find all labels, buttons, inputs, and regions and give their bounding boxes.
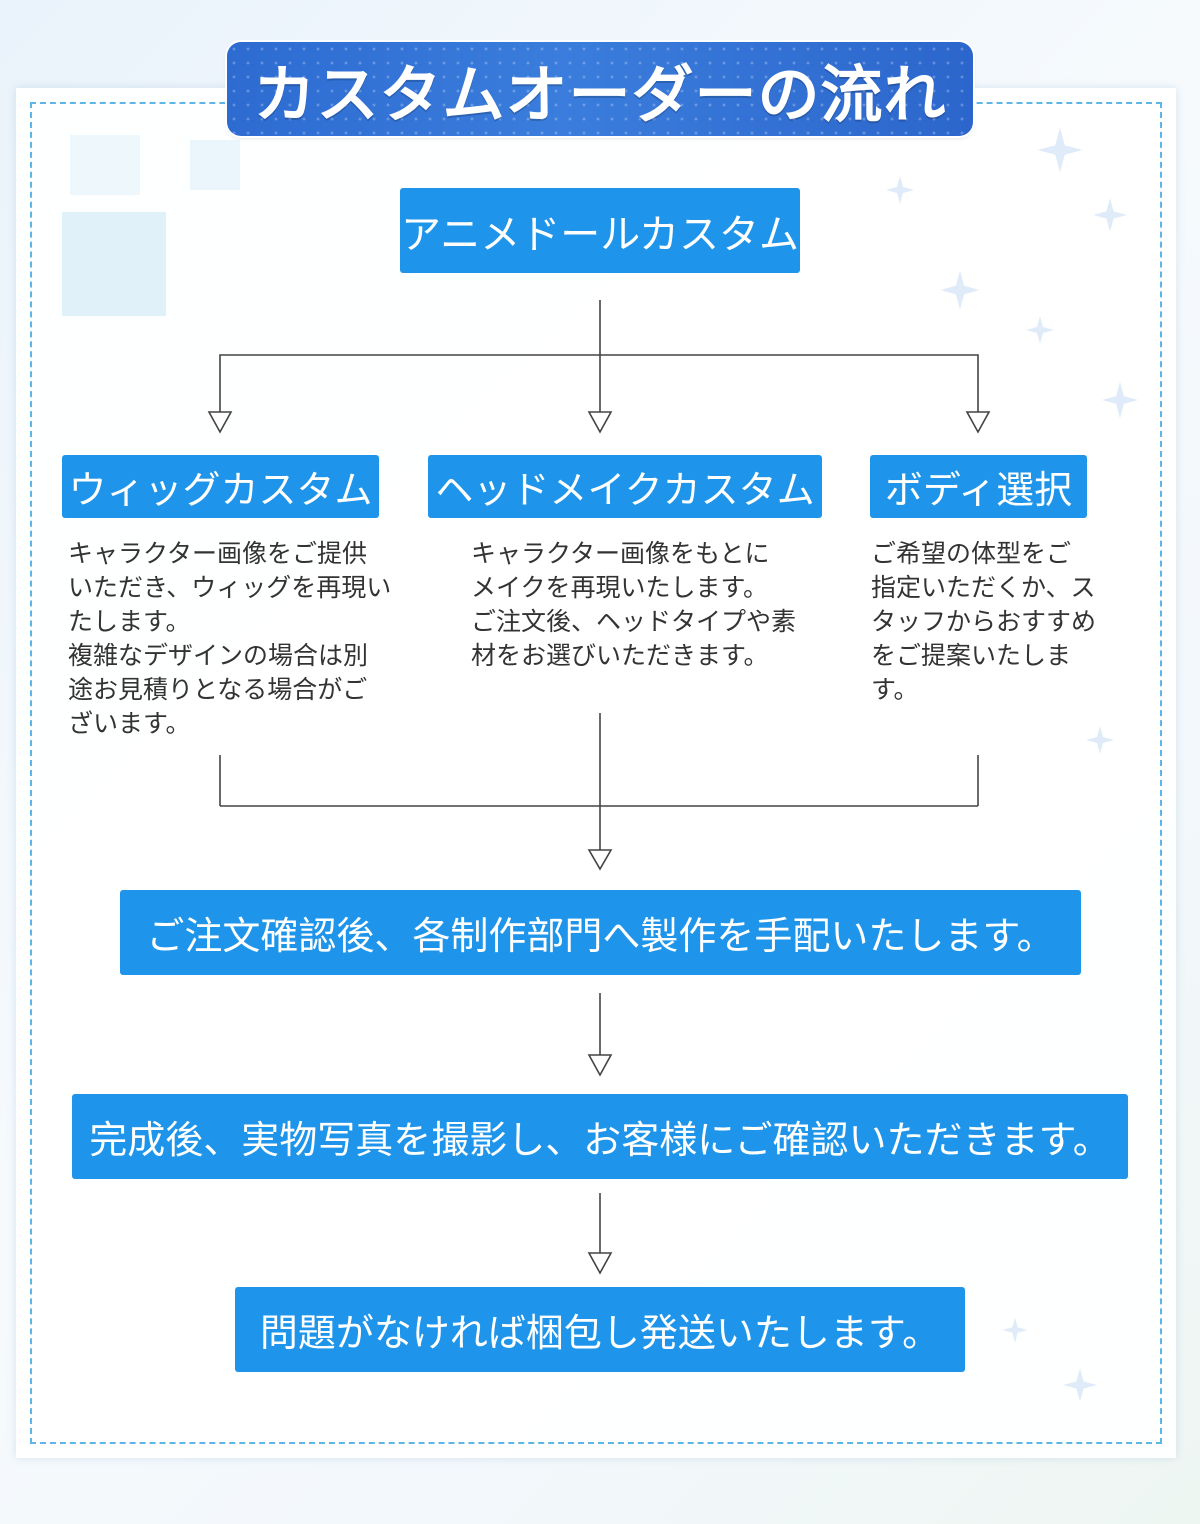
- description-line: キャラクター画像をご提供: [68, 539, 368, 568]
- arrow-down-icon: [207, 411, 233, 434]
- flow-start-box: アニメドールカスタム: [400, 188, 800, 273]
- branch-description-body: ご希望の体型をご 指定いただくか、ス タッフからおすすめ をご提案いたしま す。: [871, 537, 1096, 707]
- description-line: ご注文後、ヘッドタイプや素: [471, 607, 797, 636]
- description-line: ご希望の体型をご: [871, 539, 1072, 568]
- branch-box-head-make: ヘッドメイクカスタム: [428, 455, 822, 518]
- description-line: メイクを再現いたします。: [471, 573, 769, 602]
- description-line: いただき、ウィッグを再現い: [68, 573, 392, 602]
- step-box-photo-confirm: 完成後、実物写真を撮影し、お客様にご確認いただきます。: [72, 1094, 1128, 1179]
- branch-box-body: ボディ選択: [870, 455, 1087, 518]
- description-line: す。: [871, 675, 919, 704]
- dot-pattern: [227, 42, 973, 136]
- arrow-down-icon: [587, 411, 613, 434]
- arrow-down-icon: [965, 411, 991, 434]
- description-line: ざいます。: [68, 709, 191, 738]
- content-panel: [16, 88, 1176, 1458]
- bg-decor-square: [70, 135, 140, 195]
- step-box-production: ご注文確認後、各制作部門へ製作を手配いたします。: [120, 890, 1081, 975]
- arrow-down-icon: [587, 849, 613, 871]
- description-line: タッフからおすすめ: [871, 607, 1097, 636]
- connector-line: [219, 354, 979, 412]
- description-line: 複雑なデザインの場合は別: [68, 641, 369, 670]
- bg-decor-square: [62, 212, 166, 316]
- arrow-down-icon: [587, 1252, 613, 1275]
- description-line: 途お見積りとなる場合がご: [68, 675, 368, 704]
- page-title: カスタムオーダーの流れ: [253, 58, 947, 131]
- description-line: キャラクター画像をもとに: [471, 539, 770, 568]
- description-line: たします。: [68, 607, 191, 636]
- bg-decor-square: [190, 140, 240, 190]
- description-line: 指定いただくか、ス: [871, 573, 1096, 602]
- branch-description-head-make: キャラクター画像をもとに メイクを再現いたします。 ご注文後、ヘッドタイプや素 …: [471, 537, 796, 673]
- branch-box-wig: ウィッグカスタム: [62, 455, 379, 518]
- description-line: をご提案いたしま: [871, 641, 1072, 670]
- description-line: 材をお選びいただきます。: [471, 641, 769, 670]
- branch-description-wig: キャラクター画像をご提供 いただき、ウィッグを再現い たします。 複雑なデザイン…: [68, 537, 391, 741]
- title-badge: カスタムオーダーの流れ: [227, 42, 973, 136]
- step-box-shipping: 問題がなければ梱包し発送いたします。: [235, 1287, 965, 1372]
- arrow-down-icon: [587, 1054, 613, 1077]
